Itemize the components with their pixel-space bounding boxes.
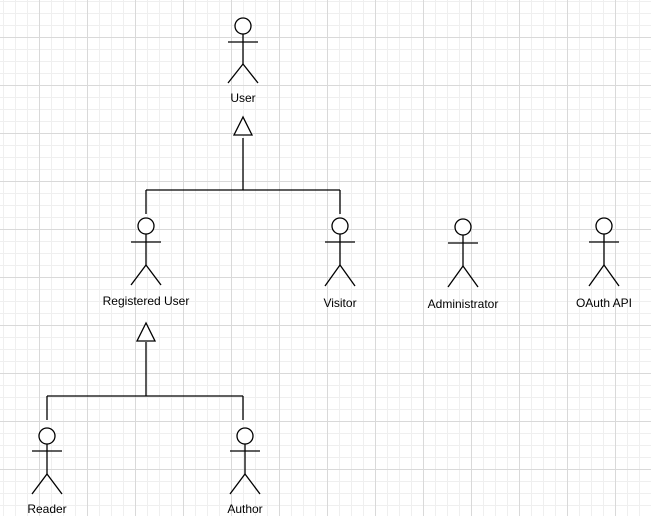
stick-figure-icon <box>227 17 259 84</box>
generalization-arrowhead-icon <box>232 115 254 136</box>
actor-administrator[interactable]: Administrator <box>428 218 499 311</box>
actor-visitor[interactable]: Visitor <box>323 217 357 310</box>
actor-label: Author <box>227 502 262 516</box>
actor-user[interactable]: User <box>227 17 259 105</box>
generalization-arrowhead-icon <box>135 321 157 342</box>
stick-figure-icon <box>31 427 63 495</box>
actor-label: Administrator <box>428 297 499 311</box>
stick-figure-icon <box>447 218 479 288</box>
actor-oauth-api[interactable]: OAuth API <box>576 217 632 310</box>
stick-figure-icon <box>588 217 620 287</box>
actor-label: Reader <box>27 502 66 516</box>
stick-figure-icon <box>324 217 356 287</box>
generalization-to-registered-user[interactable] <box>46 321 244 420</box>
actor-registered-user[interactable]: Registered User <box>103 217 190 308</box>
actor-label: User <box>230 91 255 105</box>
actor-label: OAuth API <box>576 296 632 310</box>
stick-figure-icon <box>229 427 261 495</box>
actor-reader[interactable]: Reader <box>27 427 67 516</box>
actor-label: Registered User <box>103 294 190 308</box>
actor-label: Visitor <box>323 296 356 310</box>
stick-figure-icon <box>130 217 162 286</box>
actor-author[interactable]: Author <box>227 427 263 516</box>
generalization-to-user[interactable] <box>145 115 341 214</box>
